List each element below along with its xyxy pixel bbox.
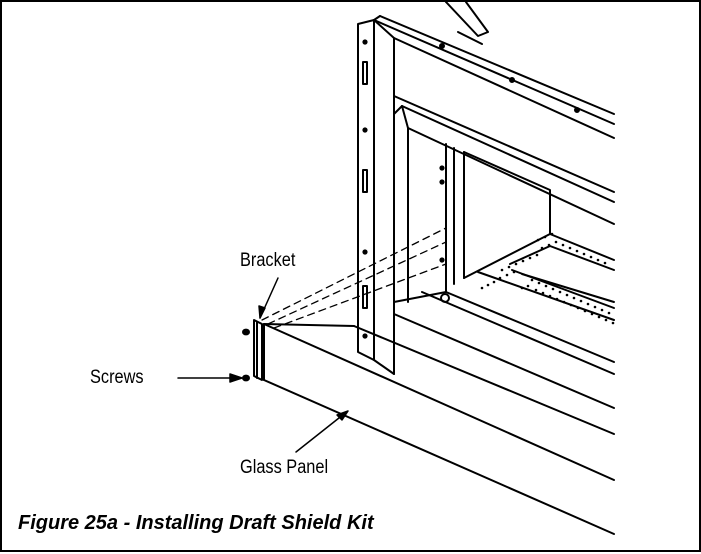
bracket-label: Bracket: [240, 250, 296, 271]
fireplace-top: [373, 2, 615, 139]
alignment-lines: [261, 227, 447, 329]
screws-label: Screws: [90, 367, 144, 388]
fireplace-side-frame: [357, 19, 395, 375]
glass-panel: [263, 323, 615, 535]
figure-caption: Figure 25a - Installing Draft Shield Kit: [18, 512, 374, 534]
glass-panel-label: Glass Panel: [240, 457, 329, 478]
leader-lines: [177, 277, 349, 453]
bracket-part: [253, 319, 263, 381]
fireplace-opening: [393, 95, 615, 409]
screws: [242, 328, 250, 382]
grate-perforations: [480, 232, 615, 325]
